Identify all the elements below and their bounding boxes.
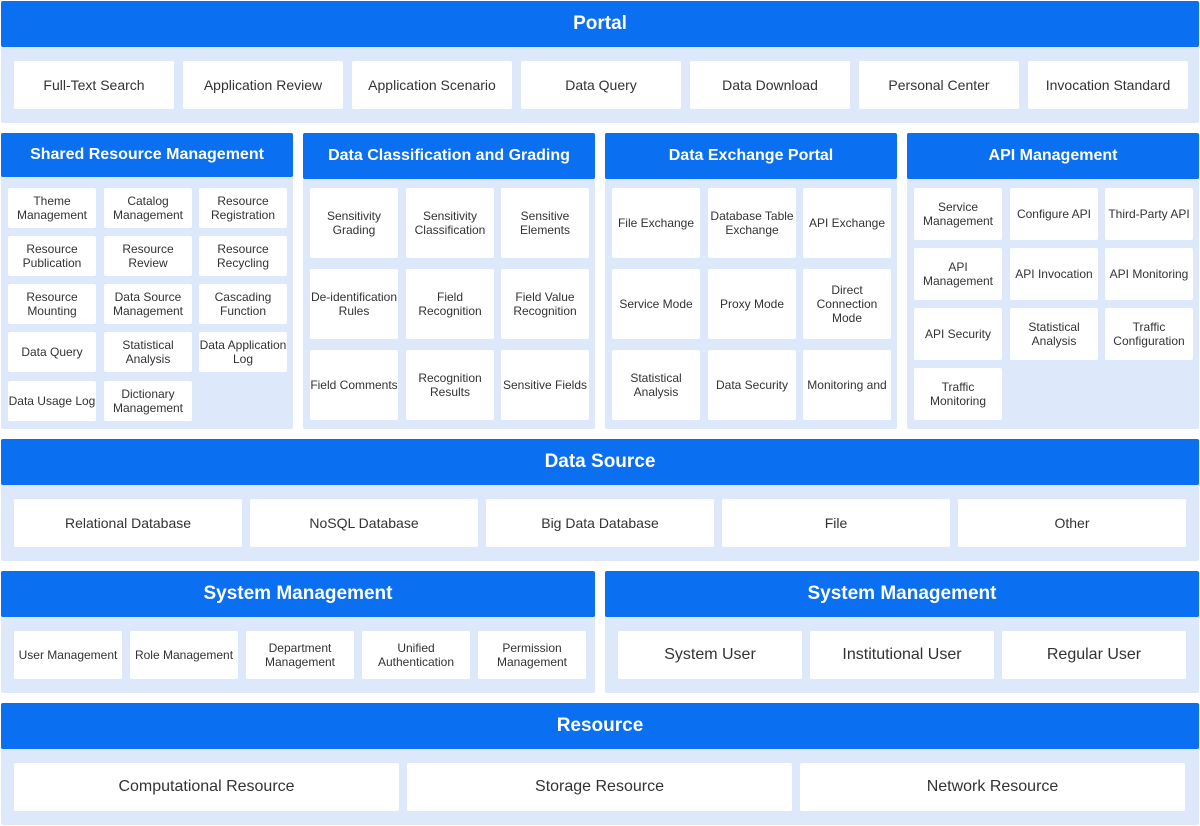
resource-item[interactable]: Network Resource — [800, 763, 1185, 811]
system-management-right-title: System Management — [605, 571, 1199, 617]
classification-item[interactable]: Sensitive Fields — [501, 350, 589, 420]
exchange-section: Data Exchange Portal File Exchange Datab… — [605, 133, 897, 429]
exchange-item[interactable]: API Exchange — [803, 188, 891, 258]
classification-title: Data Classification and Grading — [303, 133, 595, 179]
api-item[interactable]: API Invocation — [1010, 248, 1098, 300]
system-left-item[interactable]: User Management — [14, 631, 122, 679]
system-right-item[interactable]: Regular User — [1002, 631, 1186, 679]
classification-item[interactable]: Recognition Results — [406, 350, 494, 420]
data-source-item[interactable]: Other — [958, 499, 1186, 547]
portal-item[interactable]: Application Scenario — [352, 61, 512, 109]
shared-resource-item[interactable]: Dictionary Management — [104, 381, 192, 421]
exchange-item[interactable]: File Exchange — [612, 188, 700, 258]
shared-resource-item[interactable]: Data Source Management — [104, 284, 192, 324]
api-item[interactable]: API Monitoring — [1105, 248, 1193, 300]
shared-resource-item[interactable]: Cascading Function — [199, 284, 287, 324]
exchange-item[interactable]: Proxy Mode — [708, 269, 796, 339]
data-source-item[interactable]: NoSQL Database — [250, 499, 478, 547]
portal-item[interactable]: Application Review — [183, 61, 343, 109]
data-source-item[interactable]: Relational Database — [14, 499, 242, 547]
shared-resource-item[interactable]: Catalog Management — [104, 188, 192, 228]
shared-resource-item[interactable]: Resource Mounting — [8, 284, 96, 324]
shared-resource-item[interactable]: Theme Management — [8, 188, 96, 228]
api-item[interactable]: Statistical Analysis — [1010, 308, 1098, 360]
exchange-item[interactable]: Monitoring and — [803, 350, 891, 420]
portal-item[interactable]: Data Query — [521, 61, 681, 109]
system-management-left-section: System Management User Management Role M… — [1, 571, 595, 693]
api-item[interactable]: API Security — [914, 308, 1002, 360]
system-right-item[interactable]: Institutional User — [810, 631, 994, 679]
resource-item[interactable]: Computational Resource — [14, 763, 399, 811]
api-item[interactable]: Third-Party API — [1105, 188, 1193, 240]
data-source-item[interactable]: Big Data Database — [486, 499, 714, 547]
exchange-item[interactable]: Direct Connection Mode — [803, 269, 891, 339]
classification-section: Data Classification and Grading Sensitiv… — [303, 133, 595, 429]
shared-resource-item[interactable]: Data Application Log — [199, 332, 287, 372]
shared-resource-section: Shared Resource Management Theme Managem… — [1, 133, 293, 429]
exchange-item[interactable]: Database Table Exchange — [708, 188, 796, 258]
api-item[interactable]: Service Management — [914, 188, 1002, 240]
shared-resource-item[interactable]: Resource Publication — [8, 236, 96, 276]
api-item[interactable]: API Management — [914, 248, 1002, 300]
shared-resource-item[interactable]: Resource Recycling — [199, 236, 287, 276]
exchange-item[interactable]: Statistical Analysis — [612, 350, 700, 420]
data-source-item[interactable]: File — [722, 499, 950, 547]
resource-section: Resource Computational Resource Storage … — [1, 703, 1199, 825]
portal-item[interactable]: Data Download — [690, 61, 850, 109]
system-left-item[interactable]: Department Management — [246, 631, 354, 679]
api-item[interactable]: Traffic Configuration — [1105, 308, 1193, 360]
portal-title: Portal — [1, 1, 1199, 47]
resource-title: Resource — [1, 703, 1199, 749]
system-left-item[interactable]: Permission Management — [478, 631, 586, 679]
system-management-right-section: System Management System User Institutio… — [605, 571, 1199, 693]
shared-resource-item[interactable]: Data Query — [8, 332, 96, 372]
classification-item[interactable]: Field Comments — [310, 350, 398, 420]
system-right-item[interactable]: System User — [618, 631, 802, 679]
classification-item[interactable]: De-identification Rules — [310, 269, 398, 339]
portal-item[interactable]: Invocation Standard — [1028, 61, 1188, 109]
system-left-item[interactable]: Role Management — [130, 631, 238, 679]
portal-section: Portal Full-Text Search Application Revi… — [1, 1, 1199, 123]
shared-resource-title: Shared Resource Management — [1, 133, 293, 177]
shared-resource-item[interactable]: Resource Registration — [199, 188, 287, 228]
classification-item[interactable]: Field Value Recognition — [501, 269, 589, 339]
resource-item[interactable]: Storage Resource — [407, 763, 792, 811]
exchange-item[interactable]: Data Security — [708, 350, 796, 420]
classification-item[interactable]: Sensitivity Classification — [406, 188, 494, 258]
data-source-section: Data Source Relational Database NoSQL Da… — [1, 439, 1199, 561]
api-title: API Management — [907, 133, 1199, 179]
portal-item[interactable]: Personal Center — [859, 61, 1019, 109]
exchange-item[interactable]: Service Mode — [612, 269, 700, 339]
system-management-left-title: System Management — [1, 571, 595, 617]
exchange-title: Data Exchange Portal — [605, 133, 897, 179]
classification-item[interactable]: Sensitive Elements — [501, 188, 589, 258]
api-item[interactable]: Configure API — [1010, 188, 1098, 240]
shared-resource-item[interactable]: Data Usage Log — [8, 381, 96, 421]
portal-item[interactable]: Full-Text Search — [14, 61, 174, 109]
shared-resource-item[interactable]: Resource Review — [104, 236, 192, 276]
api-section: API Management Service Management Config… — [907, 133, 1199, 429]
system-left-item[interactable]: Unified Authentication — [362, 631, 470, 679]
classification-item[interactable]: Sensitivity Grading — [310, 188, 398, 258]
shared-resource-item[interactable]: Statistical Analysis — [104, 332, 192, 372]
data-source-title: Data Source — [1, 439, 1199, 485]
classification-item[interactable]: Field Recognition — [406, 269, 494, 339]
api-item[interactable]: Traffic Monitoring — [914, 368, 1002, 420]
